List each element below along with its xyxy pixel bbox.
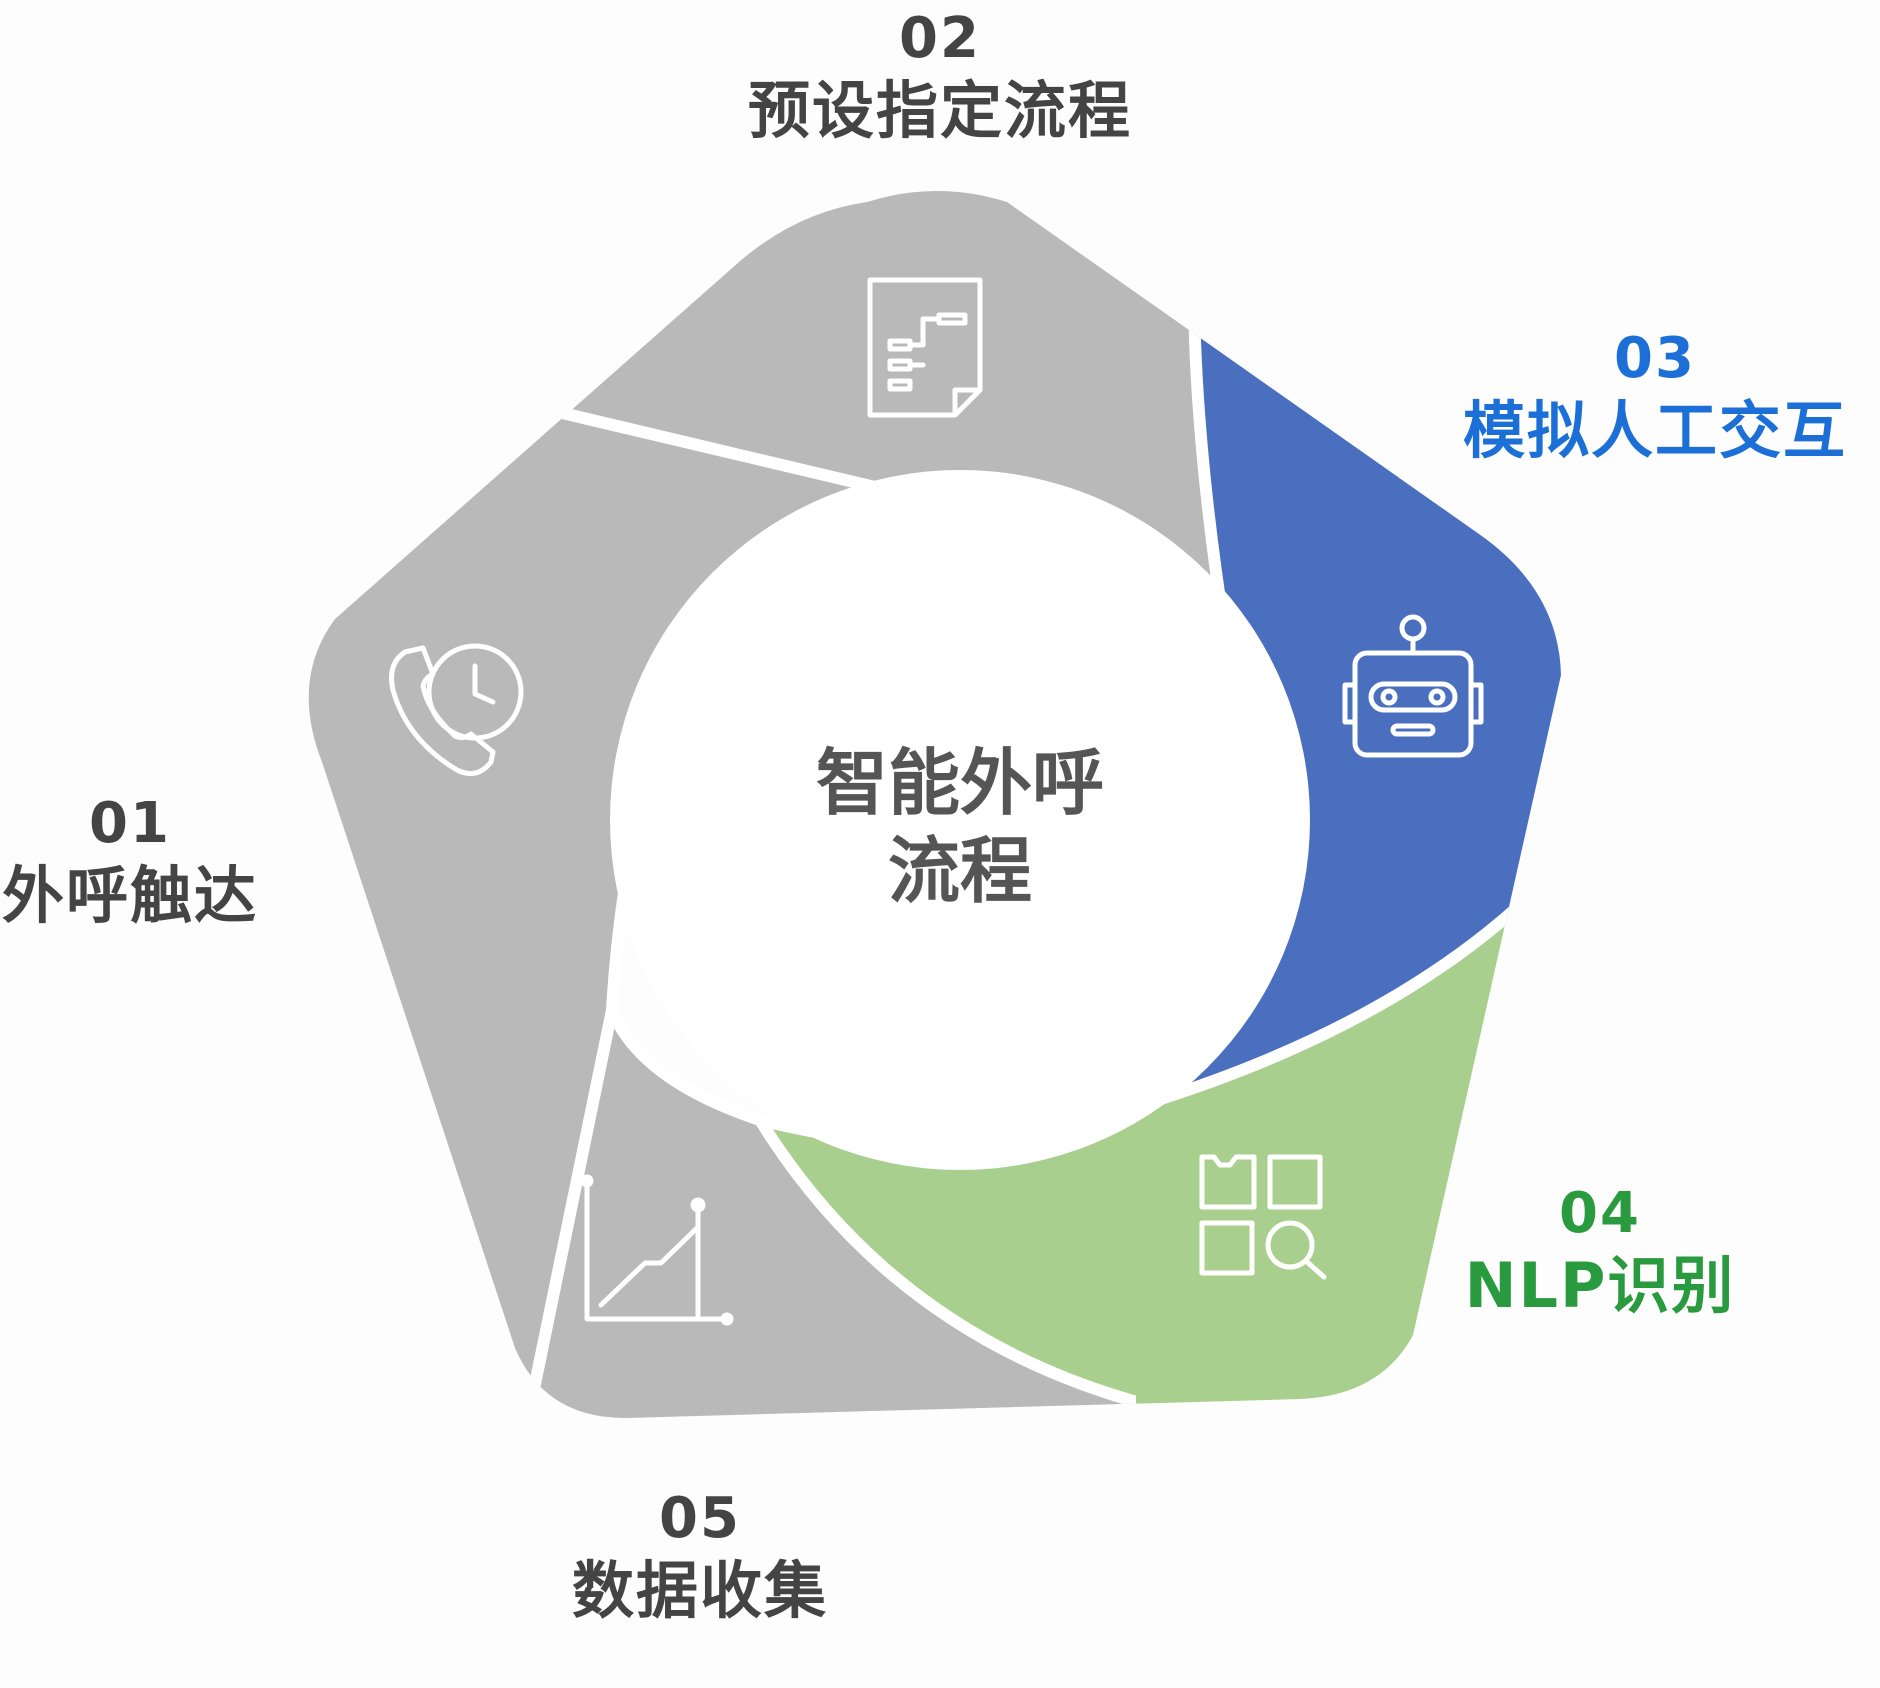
step-number: 05	[659, 1486, 741, 1551]
grid-search-icon	[1199, 1154, 1327, 1280]
center-title: 智能外呼 流程	[760, 740, 1160, 916]
step-number: 03	[1614, 326, 1696, 391]
step-title: 数据收集	[571, 1554, 828, 1628]
segment-05[interactable]	[470, 1010, 1130, 1688]
step-title: 模拟人工交互	[1462, 394, 1847, 468]
step-title: 外呼触达	[1, 859, 258, 933]
center-hub	[610, 470, 1310, 1170]
step-label-04: 04 NLP识别	[1440, 1180, 1760, 1324]
step-label-02: 02 预设指定流程	[700, 5, 1180, 149]
line-chart-icon	[580, 1174, 734, 1326]
phone-clock-icon	[389, 643, 524, 777]
center-title-line1: 智能外呼	[815, 741, 1104, 825]
flowchart-document-icon	[867, 277, 983, 418]
segment-04[interactable]	[760, 760, 1880, 1688]
step-label-03: 03 模拟人工交互	[1430, 325, 1880, 469]
step-number: 02	[899, 6, 981, 71]
step-label-05: 05 数据收集	[540, 1485, 860, 1629]
step-title: NLP识别	[1464, 1249, 1736, 1323]
step-number: 01	[89, 791, 171, 856]
segment-02[interactable]	[0, 0, 1247, 760]
step-number: 04	[1559, 1181, 1641, 1246]
step-label-01: 01 外呼触达	[0, 790, 260, 934]
center-title-line2: 流程	[887, 828, 1032, 913]
robot-icon	[1342, 614, 1484, 758]
step-title: 预设指定流程	[747, 74, 1132, 148]
